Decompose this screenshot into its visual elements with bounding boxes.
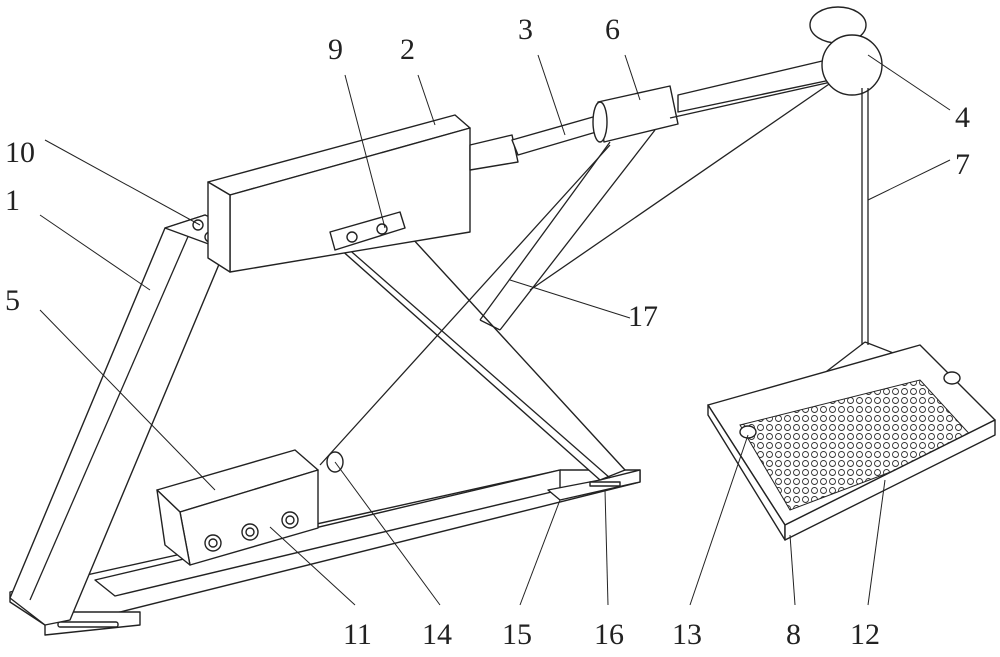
label-8: 8: [786, 620, 801, 650]
label-7: 7: [955, 150, 970, 180]
label-3: 3: [518, 15, 533, 45]
label-13: 13: [672, 620, 702, 650]
label-5: 5: [5, 286, 20, 316]
label-14: 14: [422, 620, 452, 650]
label-12: 12: [850, 620, 880, 650]
diagonal-brace: [330, 225, 625, 480]
label-9: 9: [328, 35, 343, 65]
label-4: 4: [955, 103, 970, 133]
label-1: 1: [5, 186, 20, 216]
label-16: 16: [594, 620, 624, 650]
mesh-basket: [708, 342, 995, 540]
main-housing: [208, 115, 470, 272]
label-11: 11: [343, 620, 372, 650]
label-10: 10: [5, 138, 35, 168]
label-15: 15: [502, 620, 532, 650]
label-2: 2: [400, 35, 415, 65]
label-17: 17: [628, 302, 658, 332]
label-6: 6: [605, 15, 620, 45]
